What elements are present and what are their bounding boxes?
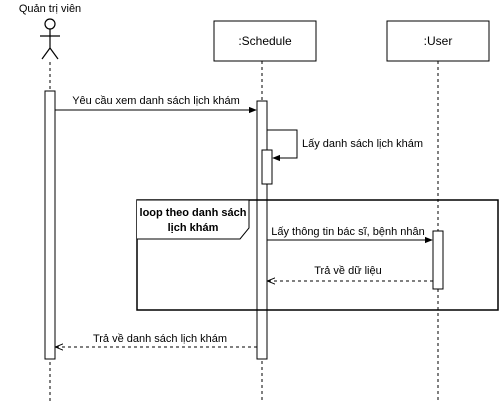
loop-operator-label-line1: loop theo danh sách (140, 207, 247, 219)
message-label: Lấy danh sách lịch khám (302, 138, 423, 150)
user-header-label: :User (424, 34, 453, 48)
loop-fragment-frame (136, 199, 499, 311)
schedule-header-box (213, 20, 317, 62)
message-request-schedule-list: Yêu cầu xem danh sách lịch khám (55, 95, 257, 114)
schedule-header-label: :Schedule (238, 34, 292, 48)
user-participant: :User (386, 20, 490, 401)
schedule-participant: :Schedule (213, 20, 317, 401)
message-self-get-schedule-list: Lấy danh sách lịch khám (267, 129, 423, 162)
schedule-activation-bar (256, 100, 268, 360)
message-label: Yêu cầu xem danh sách lịch khám (72, 95, 240, 107)
loop-operator-label-line2: lịch khám (168, 222, 219, 234)
actor-activation-bar (44, 90, 56, 360)
actor-participant: Quản trị viên (19, 3, 81, 401)
self-call-arrow (267, 129, 298, 162)
message-get-doctor-patient-info: Lấy thông tin bác sĩ, bệnh nhân (267, 226, 433, 244)
stick-figure-actor-icon (40, 18, 60, 60)
loop-fragment: loop theo danh sách lịch khám (136, 199, 499, 311)
loop-operator-tab (137, 199, 250, 240)
message-label: Trả về dữ liệu (314, 265, 381, 277)
message-label: Lấy thông tin bác sĩ, bệnh nhân (271, 226, 425, 238)
schedule-nested-activation-bar (261, 149, 273, 185)
message-label: Trả về danh sách lịch khám (93, 333, 227, 345)
user-activation-bar (432, 230, 444, 290)
message-return-schedule-list: Trả về danh sách lịch khám (56, 333, 257, 347)
message-return-data: Trả về dữ liệu (268, 265, 433, 281)
actor-label: Quản trị viên (19, 3, 81, 15)
